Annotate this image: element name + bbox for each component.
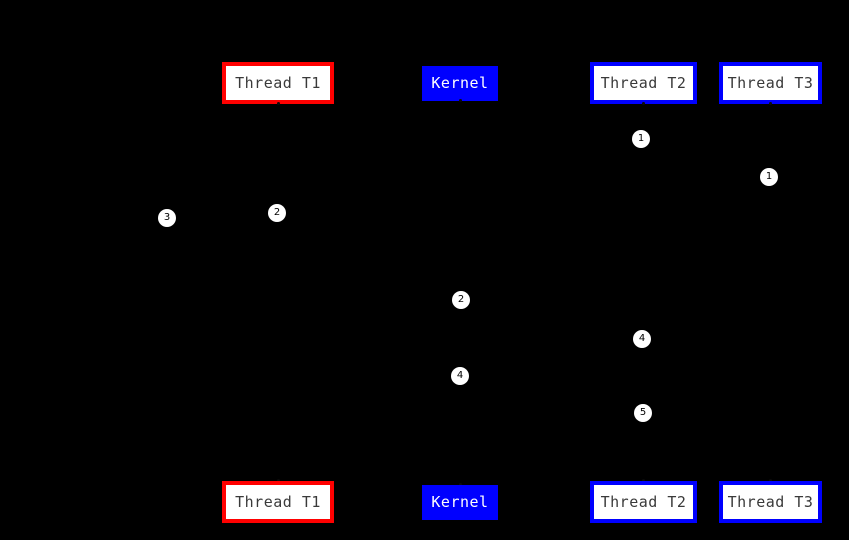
step-marker-1-thread-t3: 1	[760, 168, 778, 186]
step-number: 4	[638, 333, 646, 344]
step-marker-4-thread-t2: 4	[633, 330, 651, 348]
step-number: 5	[639, 407, 647, 418]
participant-thread-t2-top[interactable]: Thread T2	[590, 62, 697, 104]
lifeline-anchor-kernel-bottom	[459, 483, 462, 486]
lifeline-thread-t3	[770, 104, 771, 481]
lifeline-anchor-thread-t1-bottom	[277, 479, 280, 482]
step-number: 2	[457, 294, 465, 305]
lifeline-anchor-thread-t2-bottom	[642, 479, 645, 482]
participant-thread-t3-bottom[interactable]: Thread T3	[719, 481, 822, 523]
step-marker-3-thread-t1: 3	[158, 209, 176, 227]
step-marker-2-thread-t1: 2	[268, 204, 286, 222]
step-marker-4-kernel: 4	[451, 367, 469, 385]
step-number: 3	[163, 212, 171, 223]
participant-label: Thread T1	[235, 492, 321, 511]
lifeline-anchor-thread-t3-top	[769, 102, 772, 105]
lifeline-anchor-thread-t2-top	[642, 102, 645, 105]
lifeline-anchor-kernel-top	[459, 99, 462, 102]
lifeline-anchor-thread-t1-top	[277, 102, 280, 105]
participant-label: Kernel	[431, 493, 489, 511]
lifeline-anchor-thread-t3-bottom	[769, 479, 772, 482]
participant-thread-t3-top[interactable]: Thread T3	[719, 62, 822, 104]
participant-thread-t2-bottom[interactable]: Thread T2	[590, 481, 697, 523]
participant-kernel-top[interactable]: Kernel	[422, 66, 498, 101]
step-number: 2	[273, 207, 281, 218]
step-marker-2-kernel: 2	[452, 291, 470, 309]
participant-label: Thread T2	[600, 492, 687, 511]
participant-label: Thread T3	[727, 73, 814, 92]
lifeline-thread-t2	[643, 104, 644, 481]
participant-thread-t1-top[interactable]: Thread T1	[222, 62, 334, 104]
step-number: 1	[637, 133, 645, 144]
participant-thread-t1-bottom[interactable]: Thread T1	[222, 481, 334, 523]
step-marker-1-thread-t2: 1	[632, 130, 650, 148]
lifeline-thread-t1	[278, 104, 279, 481]
step-number: 1	[765, 171, 773, 182]
participant-label: Thread T2	[600, 73, 687, 92]
step-number: 4	[456, 370, 464, 381]
participant-label: Kernel	[431, 74, 489, 92]
participant-label: Thread T3	[727, 492, 814, 511]
participant-kernel-bottom[interactable]: Kernel	[422, 485, 498, 520]
step-marker-5-thread-t2: 5	[634, 404, 652, 422]
participant-label: Thread T1	[235, 73, 321, 92]
